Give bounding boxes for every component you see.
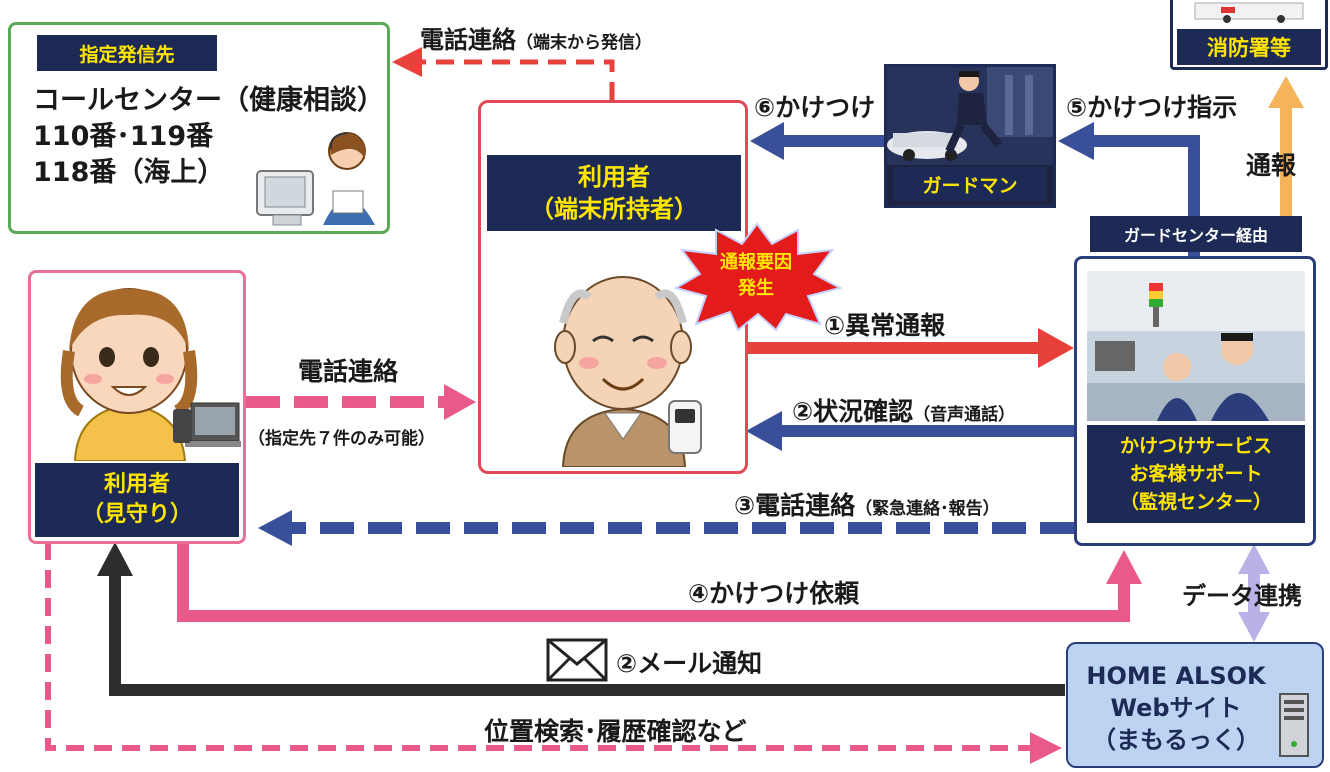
label-phone-from-terminal: 電話連絡（端末から発信） [420,20,652,55]
monitor-center-box: かけつけサービス お客様サポート （監視センター） [1074,256,1316,546]
alsok-terminal-device-icon [668,400,702,454]
mail-icon [546,638,608,682]
designated-callee-box: 指定発信先 コールセンター（健康相談） 110番･119番 118番（海上） [8,22,390,234]
designated-callee-header: 指定発信先 [37,35,217,71]
arrow-rush-6 [750,122,884,160]
callee-line-118: 118番（海上） [33,157,225,188]
website-line1: HOME ALSOK [1086,662,1266,690]
label-rush-6: ⑥かけつけ [754,93,876,122]
fire-station-box: 消防署等 [1170,0,1328,70]
watcher-title: 利用者 [103,472,170,497]
label-phone-3: ③電話連絡（緊急連絡･報告） [734,486,1000,522]
watcher-subtitle: （見守り） [81,502,192,527]
guardman-label: ガードマン [893,167,1047,201]
watcher-header: 利用者 （見守り） [35,463,239,537]
arrow-data-link [1238,544,1270,642]
call-center-operator-illustration [256,132,375,226]
guardman-box: ガードマン [884,64,1056,208]
monitor-center-line2: お客様サポート [1129,463,1263,485]
alert-burst-line1: 通報要因 [720,252,792,273]
designated-callee-list: コールセンター（健康相談） 110番･119番 118番（海上） [33,83,384,191]
label-data-link: データ連携 [1182,582,1302,610]
alert-burst-shape [673,222,842,332]
label-status-2-main: ②状況確認 [792,397,914,426]
label-phone-watch: 電話連絡 [298,357,399,386]
arrow-mail-2 [97,542,1065,696]
alert-burst-line2: 発生 [738,278,774,299]
watcher-woman-illustration [60,288,241,461]
terminal-user-subtitle: （端末所持者） [530,195,698,223]
monitoring-center-photo [1087,271,1305,421]
arrow-phone-watch [246,384,476,420]
label-phone-watch-note: （指定先７件のみ可能） [248,429,435,449]
website-text: HOME ALSOK Webサイト （まもるっく） [1076,660,1276,756]
website-line3: （まもるっく） [1092,726,1260,754]
website-line2: Webサイト [1110,694,1242,722]
monitor-center-line1: かけつけサービス [1119,435,1272,457]
guard-center-label: ガードセンター経由 [1090,216,1302,252]
server-icon [1279,693,1309,757]
home-alsok-website-box: HOME ALSOK Webサイト （まもるっく） [1066,642,1324,768]
label-status-2: ②状況確認（音声通話） [792,392,1015,428]
label-report: 通報 [1246,151,1297,180]
terminal-user-title: 利用者 [578,163,650,191]
label-location: 位置検索･履歴確認など [484,717,747,746]
label-request-4: ④かけつけ依頼 [688,579,860,608]
arrow-phone-from-terminal [392,47,615,100]
watcher-box: 利用者 （見守り） [28,270,246,544]
label-phone-3-note: （緊急連絡･報告） [855,499,1000,519]
callee-line-110-119: 110番･119番 [33,121,214,152]
monitor-center-header: かけつけサービス お客様サポート （監視センター） [1087,425,1305,523]
guardman-running-photo [887,67,1053,165]
callee-line-callcenter: コールセンター（健康相談） [33,85,384,116]
label-phone-from-terminal-main: 電話連絡 [420,26,516,54]
terminal-user-box: 利用者 （端末所持者） [478,100,748,474]
arrow-status-2 [746,411,1074,451]
label-mail-2: ②メール通知 [616,649,763,678]
elderly-user-illustration [554,276,692,467]
label-rush-order-5: ⑤かけつけ指示 [1066,93,1238,122]
arrow-request-4 [177,540,1142,622]
fire-station-label: 消防署等 [1177,29,1321,65]
label-phone-from-terminal-note: （端末から発信） [516,33,652,53]
arrow-location [45,542,1062,764]
arrow-abnormal-1 [746,328,1074,368]
terminal-user-header: 利用者 （端末所持者） [487,155,741,231]
ambulance-icon [1194,2,1304,23]
label-abnormal-1: ①異常通報 [824,311,946,340]
label-phone-3-main: ③電話連絡 [734,491,856,520]
arrow-report [1268,76,1304,222]
monitor-center-line3: （監視センター） [1119,491,1272,513]
alert-burst-text: 通報要因 発生 [706,250,806,302]
label-status-2-note: （音声通話） [913,405,1016,425]
arrow-phone-3 [258,510,1074,546]
